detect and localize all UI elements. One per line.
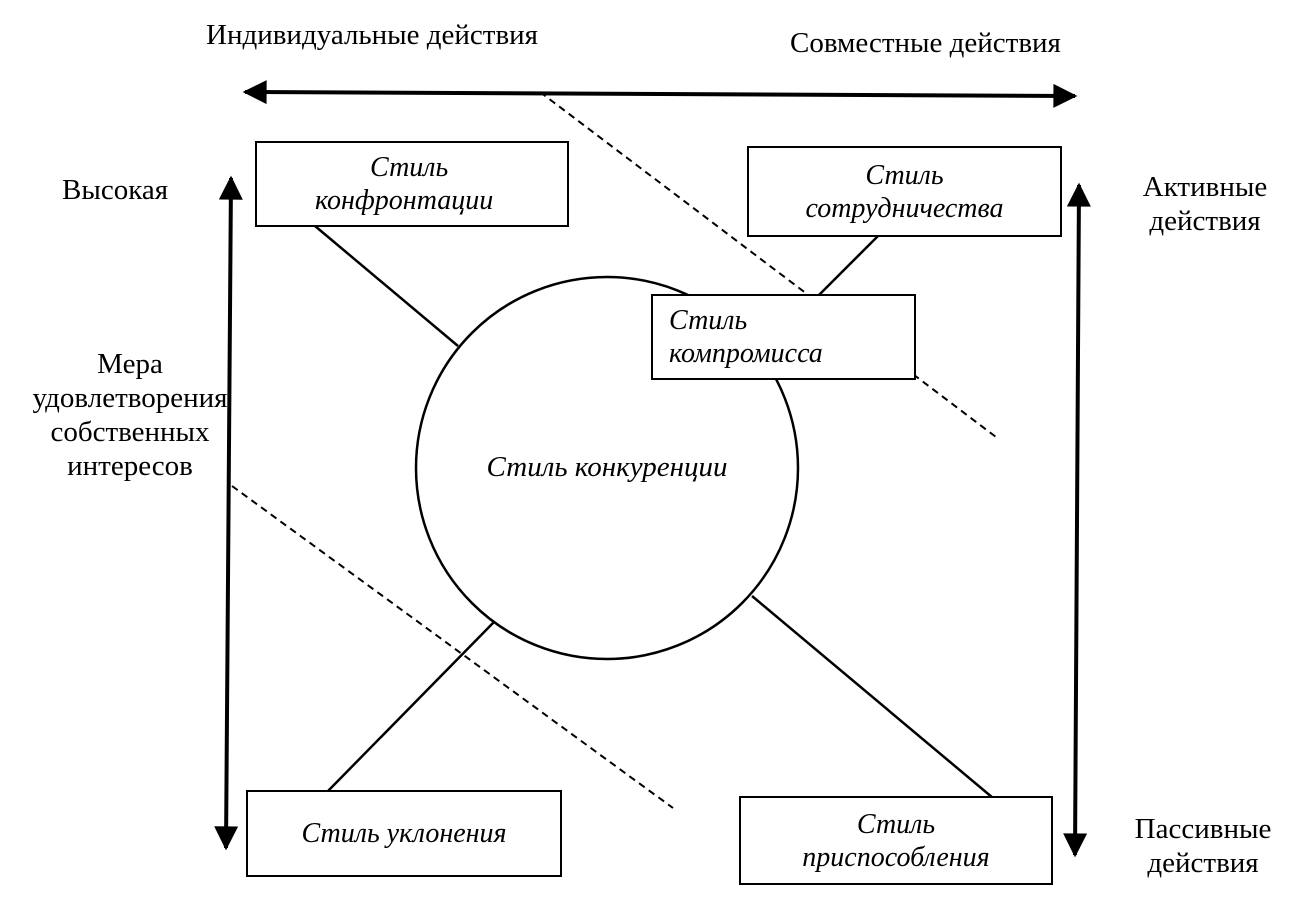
accommodation-style-box: Стиль приспособления xyxy=(739,796,1053,885)
cooperation-style-box: Стиль сотрудничества xyxy=(747,146,1062,237)
measure-line-3: собственных xyxy=(50,416,210,448)
right-vertical-axis-arrow xyxy=(1063,182,1091,858)
confrontation-line-2: конфронтации xyxy=(315,185,494,216)
confrontation-line-1: Стиль xyxy=(370,152,449,183)
connector-confrontation xyxy=(314,225,459,347)
competition-style-label: Стиль конкуренции xyxy=(486,451,728,483)
individual-actions-label: Индивидуальные действия xyxy=(206,19,539,51)
compromise-line-2: компромисса xyxy=(669,338,823,369)
measure-line-1: Мера xyxy=(97,348,163,380)
passive-actions-label: Пассивные действия xyxy=(1118,812,1288,880)
joint-actions-label: Совместные действия xyxy=(790,27,1061,59)
confrontation-style-box: Стиль конфронтации xyxy=(255,141,569,227)
active-line-2: действия xyxy=(1149,205,1261,237)
avoidance-style-box: Стиль уклонения xyxy=(246,790,562,877)
horizontal-axis-arrow xyxy=(242,80,1078,108)
measure-line-4: интересов xyxy=(67,450,193,482)
high-label: Высокая xyxy=(62,174,169,206)
passive-line-2: действия xyxy=(1147,847,1259,879)
left-vertical-axis-arrow xyxy=(214,175,243,851)
accommodation-line-1: Стиль xyxy=(856,808,936,840)
cooperation-line-2: сотрудничества xyxy=(805,192,1004,224)
passive-line-1: Пассивные xyxy=(1134,813,1272,845)
measure-line-2: удовлетворения xyxy=(32,382,228,414)
accommodation-line-2: приспособления xyxy=(802,841,990,873)
active-line-1: Активные xyxy=(1142,171,1268,203)
connector-avoidance xyxy=(327,621,495,792)
measure-of-interests-label: Мера удовлетворения собственных интересо… xyxy=(30,347,230,483)
avoidance-label: Стиль уклонения xyxy=(301,818,507,849)
connector-accommodation xyxy=(751,595,994,799)
connector-cooperation xyxy=(817,235,879,297)
cooperation-line-1: Стиль xyxy=(865,159,944,191)
active-actions-label: Активные действия xyxy=(1125,170,1285,238)
compromise-line-1: Стиль xyxy=(669,305,748,336)
compromise-style-box: Стиль компромисса xyxy=(651,294,916,380)
